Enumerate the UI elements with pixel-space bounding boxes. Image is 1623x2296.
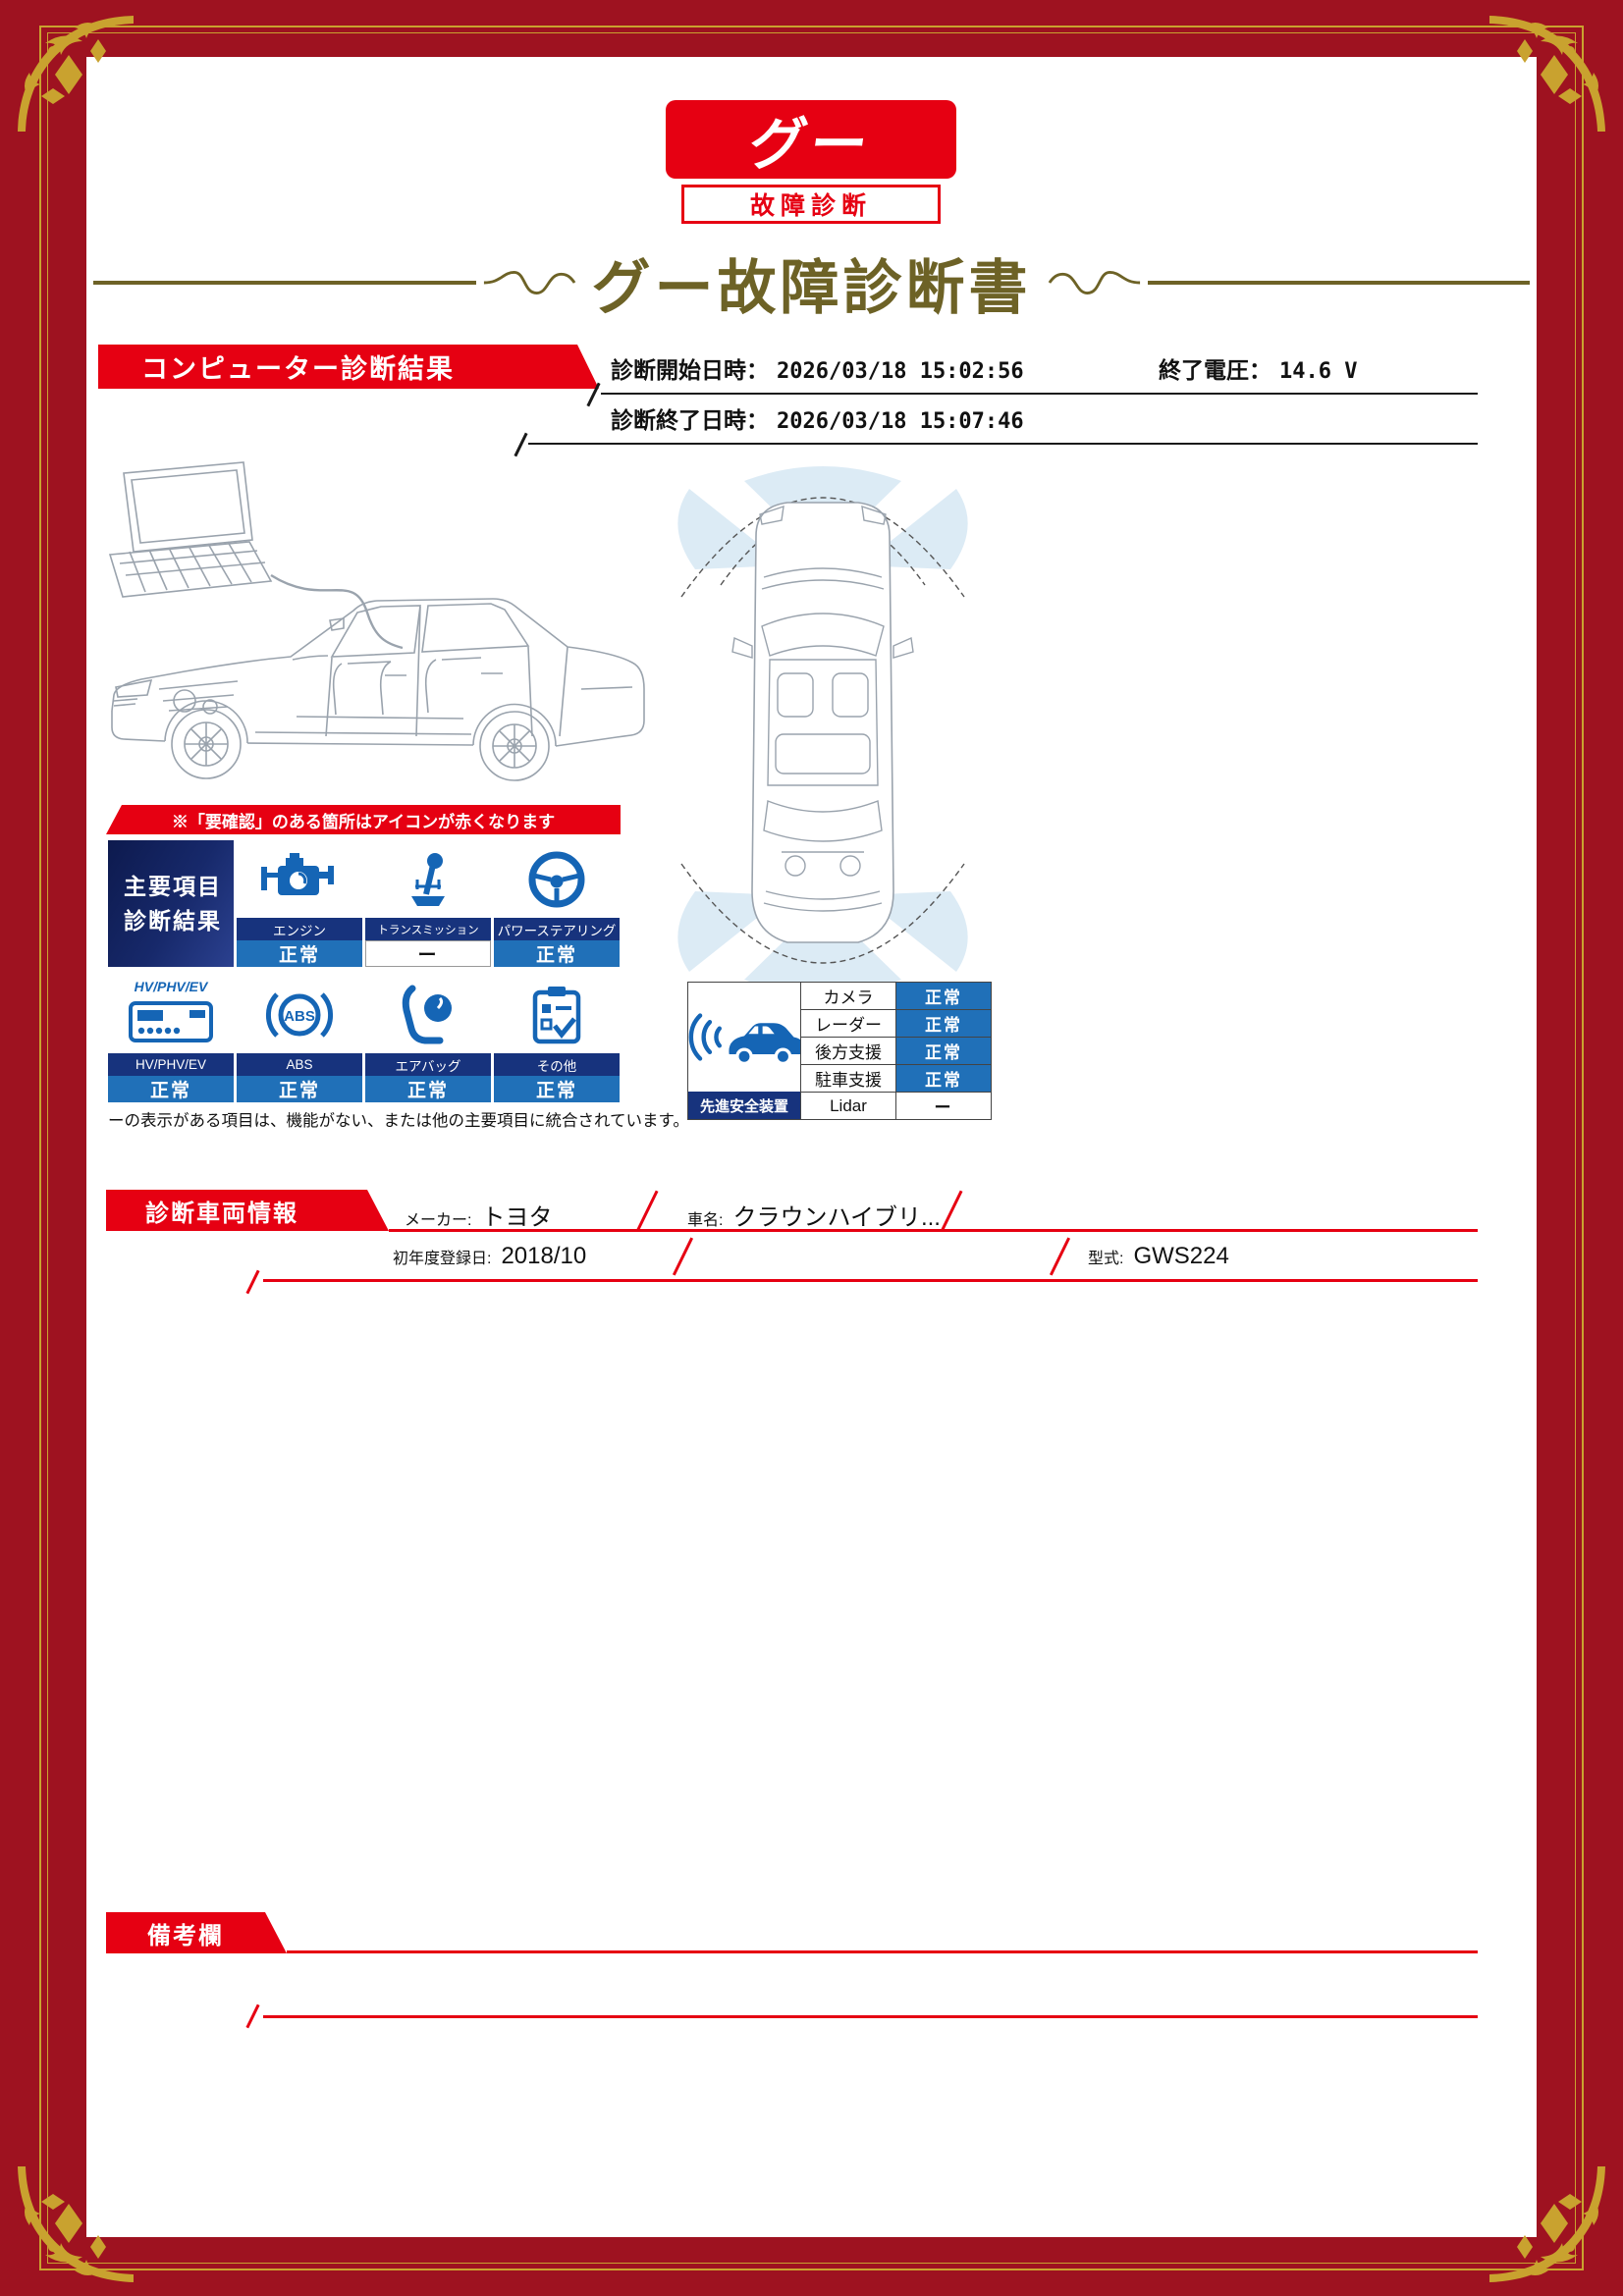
status-badge: 正常 [494, 1076, 620, 1102]
diagnosis-start-field: 診断開始日時： 2026/03/18 15:02:56 [611, 351, 1024, 385]
divider-line [601, 393, 1478, 395]
item-label: その他 [494, 1053, 620, 1076]
item-label: HV/PHV/EV [108, 1053, 234, 1076]
other-icon [532, 986, 581, 1043]
safety-device-table: 先進安全装置 カメラ 正常 レーダー 正常 後方支援 正常 駐車支援 正常 Li… [687, 982, 992, 1120]
divider-line [287, 1950, 1478, 1953]
title-flourish-icon [1048, 270, 1140, 295]
frame-pinstripe-outer [39, 26, 1584, 2270]
safety-row-name: レーダー [801, 1010, 895, 1037]
transmission-icon [411, 852, 445, 906]
status-badge: 正常 [237, 940, 362, 967]
divider-line [263, 1279, 1478, 1282]
car-top-sensor-illustration [677, 466, 968, 994]
safety-row-status: 正常 [896, 983, 991, 1009]
item-label: トランスミッション [365, 918, 491, 940]
status-badge: 正常 [237, 1076, 362, 1102]
item-engine: エンジン 正常 [237, 840, 362, 967]
car-sensor-icon [688, 1013, 800, 1065]
goo-logo-subtitle: 故障診断 [681, 185, 941, 224]
status-badge: 正常 [108, 1076, 234, 1102]
item-label: ABS [237, 1053, 362, 1076]
main-items-header: 主要項目 診断結果 [108, 840, 234, 967]
item-label: エンジン [237, 918, 362, 940]
hv-phv-ev-text: HV/PHV/EV [134, 979, 208, 994]
item-transmission: トランスミッション ー [365, 840, 491, 967]
car-name-field: 車名: クラウンハイブリ... [687, 1198, 941, 1232]
attention-notice: ※「要確認」のある箇所はアイコンが赤くなります [106, 805, 621, 834]
item-other: その他 正常 [494, 976, 620, 1102]
maker-field: メーカー: トヨタ [405, 1198, 552, 1232]
safety-row-status: 正常 [896, 1010, 991, 1037]
title-divider-right [1147, 281, 1530, 285]
section-banner-vehicle-info: 診断車両情報 [106, 1190, 389, 1231]
goo-logo: グー [666, 100, 956, 179]
status-badge: ー [365, 940, 491, 967]
safety-icon-cell: 先進安全装置 [688, 983, 800, 1119]
diagnosis-grid: 主要項目 診断結果 [108, 840, 620, 1102]
main-items-header-line1: 主要項目 [124, 874, 222, 899]
first-registration-label: 初年度登録日: [393, 1251, 492, 1267]
abs-icon: ABS [265, 991, 334, 1038]
maker-label: メーカー: [405, 1212, 472, 1229]
divider-line [528, 443, 1478, 445]
item-hv-phv-ev: HV/PHV/EV HV/PHV/EV 正常 [108, 976, 234, 1102]
status-badge: 正常 [494, 940, 620, 967]
status-badge: 正常 [365, 1076, 491, 1102]
hv-phv-ev-icon [129, 1000, 213, 1042]
power-steering-icon [528, 851, 585, 907]
grid-footnote: ーの表示がある項目は、機能がない、または他の主要項目に統合されています。 [108, 1112, 689, 1130]
end-voltage-label: 終了電圧： [1159, 357, 1271, 383]
engine-icon [261, 852, 334, 895]
car-name-label: 車名: [687, 1212, 724, 1229]
model-code-value: GWS224 [1133, 1243, 1229, 1269]
safety-row-status: 正常 [896, 1038, 991, 1064]
diagnosis-end-value: 2026/03/18 15:07:46 [777, 409, 1024, 434]
divider-line [389, 1229, 1478, 1232]
safety-row-name: 後方支援 [801, 1038, 895, 1064]
diagnosis-end-field: 診断終了日時： 2026/03/18 15:07:46 [611, 401, 1024, 435]
item-label: パワーステアリング [494, 918, 620, 940]
svg-text:ABS: ABS [284, 1008, 315, 1025]
safety-table-title: 先進安全装置 [688, 1092, 800, 1119]
item-label: エアバッグ [365, 1053, 491, 1076]
airbag-icon [402, 985, 452, 1043]
car-name-value: クラウンハイブリ... [732, 1204, 941, 1231]
safety-row-status: ー [896, 1093, 991, 1119]
paper-background [86, 57, 1537, 2237]
safety-row-name: Lidar [801, 1093, 895, 1119]
page-title: グー故障診断書 [591, 254, 1032, 321]
section-banner-remarks: 備考欄 [106, 1912, 287, 1953]
item-power-steering: パワーステアリング 正常 [494, 840, 620, 967]
safety-row-name: カメラ [801, 983, 895, 1009]
title-divider-left [93, 281, 476, 285]
model-code-label: 型式: [1088, 1251, 1124, 1267]
car-side-wireframe-illustration [108, 461, 645, 781]
goo-logo-text: グー [744, 113, 876, 177]
item-airbag: エアバッグ 正常 [365, 976, 491, 1102]
first-registration-value: 2018/10 [501, 1243, 587, 1269]
corner-ornament-icon [1489, 16, 1605, 132]
main-items-header-line2: 診断結果 [124, 907, 222, 934]
corner-ornament-icon [18, 2166, 134, 2282]
frame-pinstripe-inner [47, 32, 1576, 2264]
title-row: グー故障診断書 [93, 243, 1530, 322]
section-banner-computer-diagnosis: コンピューター診断結果 [98, 345, 599, 389]
corner-ornament-icon [1489, 2166, 1605, 2282]
safety-row-name: 駐車支援 [801, 1065, 895, 1092]
divider-line [263, 2015, 1478, 2018]
item-abs: ABS ABS 正常 [237, 976, 362, 1102]
corner-ornament-icon [18, 16, 134, 132]
end-voltage-value: 14.6 V [1279, 359, 1358, 384]
safety-row-status: 正常 [896, 1065, 991, 1092]
model-code-field: 型式: GWS224 [1088, 1243, 1229, 1270]
diagnosis-start-value: 2026/03/18 15:02:56 [777, 359, 1024, 384]
maker-value: トヨタ [481, 1204, 553, 1231]
end-voltage-field: 終了電圧： 14.6 V [1159, 351, 1357, 385]
diagnosis-end-label: 診断終了日時： [611, 407, 769, 433]
first-registration-field: 初年度登録日: 2018/10 [393, 1243, 586, 1270]
diagnosis-start-label: 診断開始日時： [611, 357, 769, 383]
title-flourish-icon [483, 270, 575, 295]
